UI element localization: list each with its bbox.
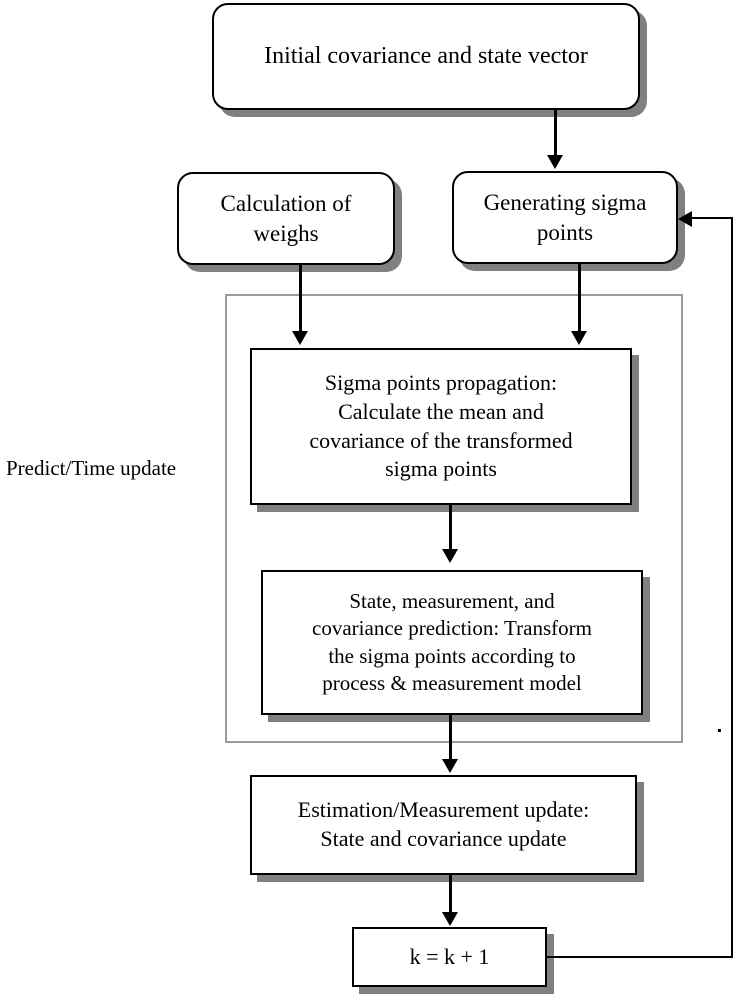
node-increment-label: k = k + 1 bbox=[409, 943, 490, 969]
edge-initial-to-sigma-line bbox=[554, 110, 557, 158]
edge-weights-to-propagation-line bbox=[299, 265, 302, 333]
edge-estimation-to-increment-arrowhead bbox=[442, 912, 458, 926]
node-calculation-of-weighs[interactable]: Calculation of weighs bbox=[177, 172, 395, 265]
node-initial-covariance-and-state-vector[interactable]: Initial covariance and state vector bbox=[212, 3, 640, 110]
node-sigma-points-propagation[interactable]: Sigma points propagation: Calculate the … bbox=[250, 348, 632, 505]
edge-weights-to-propagation-arrowhead bbox=[292, 331, 308, 345]
node-k-increment[interactable]: k = k + 1 bbox=[352, 927, 547, 987]
node-state-measurement-covariance-prediction[interactable]: State, measurement, and covariance predi… bbox=[261, 570, 643, 715]
node-estimation-label: Estimation/Measurement update: State and… bbox=[297, 797, 590, 851]
node-weights-label: Calculation of weighs bbox=[220, 190, 352, 246]
feedback-loop-top-segment bbox=[692, 217, 733, 219]
edge-sigma-to-propagation-arrowhead bbox=[571, 331, 587, 345]
predict-time-update-label: Predict/Time update bbox=[6, 456, 177, 480]
node-sigma-generate-label: Generating sigma points bbox=[483, 189, 647, 245]
edge-estimation-to-increment-line bbox=[449, 875, 452, 913]
node-propagation-label: Sigma points propagation: Calculate the … bbox=[309, 370, 573, 482]
feedback-loop-bottom-segment bbox=[547, 956, 733, 958]
scan-speck bbox=[718, 729, 721, 732]
feedback-loop-arrowhead bbox=[678, 211, 692, 227]
node-estimation-measurement-update[interactable]: Estimation/Measurement update: State and… bbox=[250, 775, 637, 875]
edge-propagation-to-prediction-line bbox=[449, 505, 452, 550]
node-prediction-label: State, measurement, and covariance predi… bbox=[312, 588, 592, 695]
node-generating-sigma-points[interactable]: Generating sigma points bbox=[452, 171, 678, 264]
edge-propagation-to-prediction-arrowhead bbox=[442, 549, 458, 563]
edge-prediction-to-estimation-line bbox=[449, 715, 452, 760]
node-initial-label: Initial covariance and state vector bbox=[264, 42, 588, 69]
edge-sigma-to-propagation-line bbox=[578, 264, 581, 333]
predict-time-update-group-frame bbox=[225, 294, 683, 743]
feedback-loop-right-segment bbox=[731, 217, 733, 958]
edge-initial-to-sigma-arrowhead bbox=[547, 155, 563, 169]
edge-prediction-to-estimation-arrowhead bbox=[442, 759, 458, 773]
